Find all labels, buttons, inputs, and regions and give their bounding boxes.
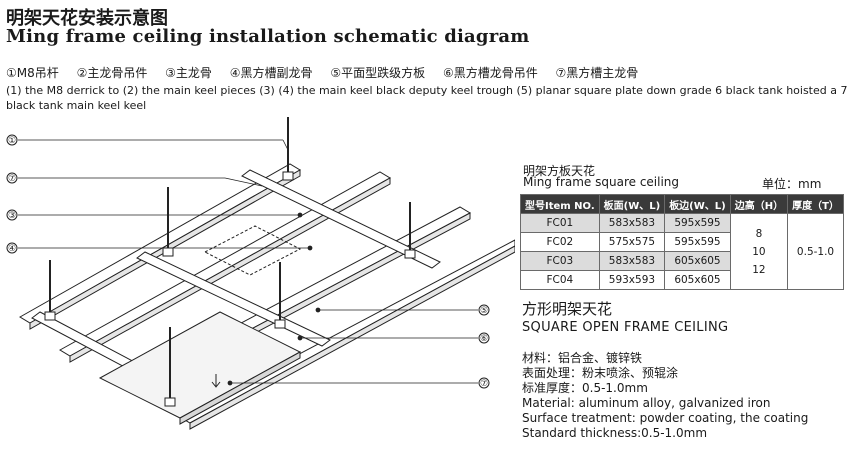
hanger-rod bbox=[274, 262, 286, 329]
edge-height-value: 8 bbox=[755, 227, 763, 240]
main-keel-b bbox=[59, 171, 391, 363]
table-row: FC01 583x583 595x595 8 10 12 0.5-1.0 bbox=[520, 213, 844, 290]
table-row: FC03 583x583 605x605 bbox=[520, 251, 844, 271]
product-name-chinese: 方形明架天花 bbox=[522, 300, 613, 318]
hanger-rod bbox=[404, 202, 416, 259]
cell-edge-heights: 8 10 12 bbox=[729, 213, 789, 290]
parts-list-english: (1) the M8 derrick to (2) the main keel … bbox=[6, 84, 848, 112]
title-chinese: 明架天花安装示意图 bbox=[6, 8, 168, 29]
surface-cn: 表面处理：粉末喷涂、预辊涂 bbox=[522, 366, 679, 380]
cell-edge: 605x605 bbox=[664, 270, 731, 290]
callout-6-icon: ⑥ bbox=[478, 332, 490, 344]
edge-height-value: 10 bbox=[752, 245, 766, 258]
cell-thickness: 0.5-1.0 bbox=[787, 213, 844, 290]
callout-7b-icon: ⑦ bbox=[478, 377, 490, 389]
cell-item: FC02 bbox=[520, 232, 600, 252]
header-edge-height: 边高（H） bbox=[729, 194, 789, 214]
svg-text:③: ③ bbox=[8, 211, 16, 221]
thickness-en: Standard thickness:0.5-1.0mm bbox=[522, 426, 708, 440]
hanger-rod bbox=[164, 327, 176, 407]
cell-edge: 605x605 bbox=[664, 251, 731, 271]
cross-keel-a bbox=[241, 169, 441, 269]
svg-text:⑤: ⑤ bbox=[480, 306, 488, 316]
edge-height-value: 12 bbox=[752, 263, 766, 276]
part-label-3: ③主龙骨 bbox=[165, 66, 212, 80]
callout-5-icon: ⑤ bbox=[478, 304, 490, 316]
part-label-2: ②主龙骨吊件 bbox=[76, 66, 148, 80]
svg-text:⑦: ⑦ bbox=[8, 174, 16, 184]
svg-text:⑥: ⑥ bbox=[480, 334, 488, 344]
cell-face: 583x583 bbox=[598, 251, 666, 271]
hanger-rod bbox=[282, 117, 294, 181]
hanger-rod bbox=[44, 260, 56, 321]
cell-face: 575x575 bbox=[598, 232, 666, 252]
callout-7-icon: ⑦ bbox=[6, 172, 18, 184]
cell-edge: 595x595 bbox=[664, 213, 731, 233]
surface-en: Surface treatment: powder coating, the c… bbox=[522, 411, 809, 425]
cell-face: 583x583 bbox=[598, 213, 666, 233]
table-row: FC04 593x593 605x605 bbox=[520, 270, 844, 290]
table-unit: 单位：mm bbox=[762, 177, 822, 191]
down-arrow-icon bbox=[211, 374, 221, 388]
part-label-6: ⑥黑方槽龙骨吊件 bbox=[442, 66, 538, 80]
material-en: Material: aluminum alloy, galvanized iro… bbox=[522, 396, 771, 410]
table-title-chinese: 明架方板天花 bbox=[523, 164, 596, 178]
part-label-7: ⑦黑方槽主龙骨 bbox=[555, 66, 639, 80]
part-label-1: ①M8吊杆 bbox=[6, 66, 59, 80]
cell-item: FC01 bbox=[520, 213, 600, 233]
thickness-cn: 标准厚度：0.5-1.0mm bbox=[522, 381, 648, 395]
header-thickness: 厚度（T） bbox=[787, 194, 844, 214]
table-title-english: Ming frame square ceiling bbox=[523, 175, 680, 189]
part-label-4: ④黑方槽副龙骨 bbox=[229, 66, 313, 80]
product-name-english: SQUARE OPEN FRAME CEILING bbox=[522, 320, 729, 335]
material-specs: 材料：铝合金、镀锌铁 表面处理：粉末喷涂、预辊涂 标准厚度：0.5-1.0mm … bbox=[522, 351, 808, 441]
title-english: Ming frame ceiling installation schemati… bbox=[6, 26, 530, 47]
header-edge: 板边(W、L) bbox=[664, 194, 731, 214]
cell-face: 593x593 bbox=[598, 270, 666, 290]
material-cn: 材料：铝合金、镀锌铁 bbox=[522, 351, 643, 365]
parts-list-chinese: ①M8吊杆 ②主龙骨吊件 ③主龙骨 ④黑方槽副龙骨 ⑤平面型跌级方板 ⑥黑方槽龙… bbox=[6, 64, 638, 81]
callout-3-icon: ③ bbox=[6, 209, 18, 221]
cell-item: FC04 bbox=[520, 270, 600, 290]
installation-schematic: ① ⑦ ③ ④ ⑤ ⑥ ⑦ bbox=[6, 117, 515, 430]
svg-text:⑦: ⑦ bbox=[480, 379, 488, 389]
callout-4-icon: ④ bbox=[6, 242, 18, 254]
svg-text:①: ① bbox=[8, 136, 16, 146]
spec-table: 型号Item NO. 板面(W、L) 板边(W、L) 边高（H） 厚度（T） F… bbox=[520, 194, 844, 290]
table-header-row: 型号Item NO. 板面(W、L) 板边(W、L) 边高（H） 厚度（T） bbox=[520, 194, 844, 214]
header-face: 板面(W、L) bbox=[598, 194, 666, 214]
callout-1-icon: ① bbox=[6, 134, 18, 146]
cell-edge: 595x595 bbox=[664, 232, 731, 252]
header-item-no: 型号Item NO. bbox=[520, 194, 600, 214]
part-label-5: ⑤平面型跌级方板 bbox=[330, 66, 426, 80]
cell-item: FC03 bbox=[520, 251, 600, 271]
svg-text:④: ④ bbox=[8, 244, 16, 254]
